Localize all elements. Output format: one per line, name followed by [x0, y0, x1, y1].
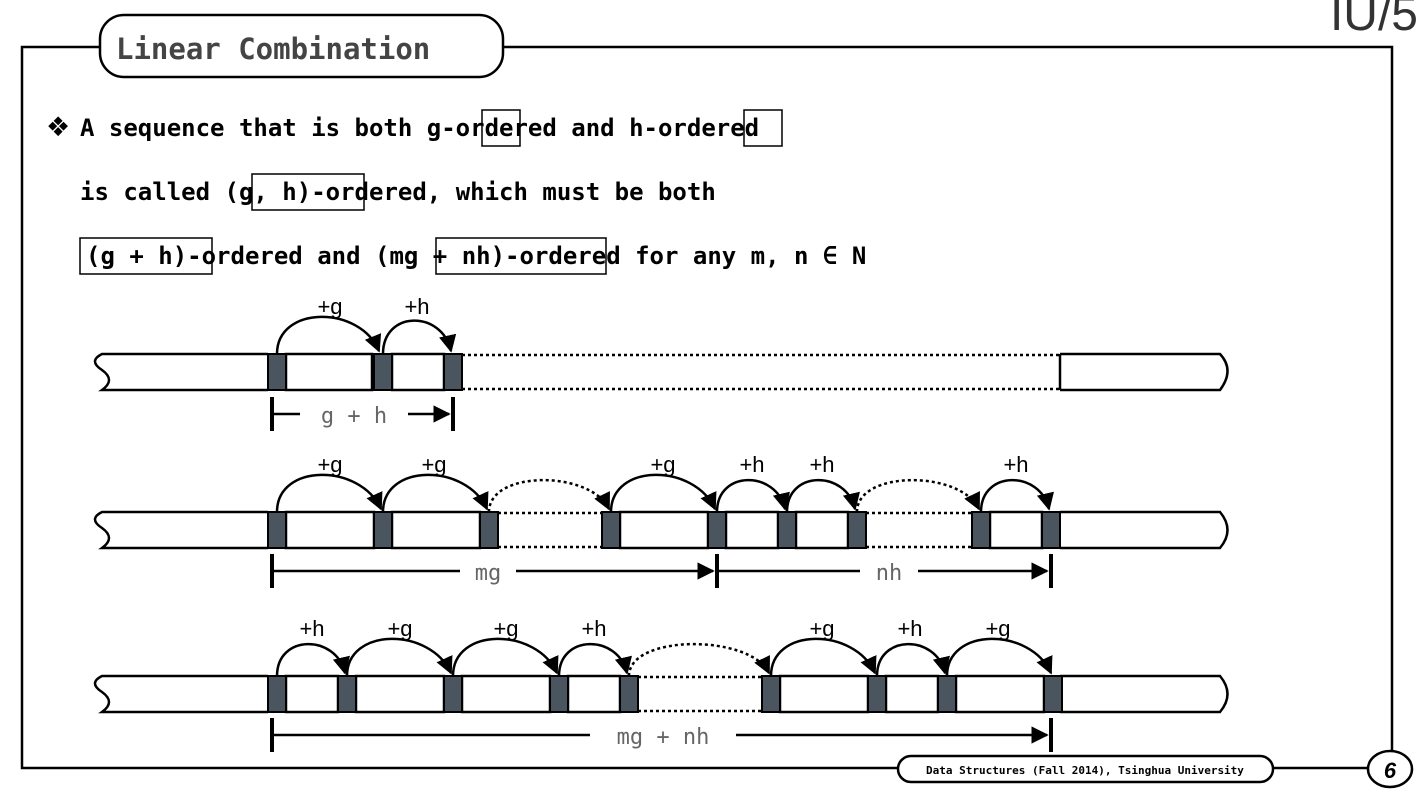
row2-span-label-mg: mg: [475, 561, 502, 586]
row2-label-3: +g: [650, 452, 675, 477]
line3-mid: -ordered and: [187, 242, 375, 270]
highlight-box-g-plus-h: [79, 237, 213, 275]
row2-label-1: +g: [317, 452, 342, 477]
row2-span-label-nh: nh: [876, 561, 903, 586]
sequence-row-1: [93, 352, 1229, 392]
row3-label-6: +h: [897, 616, 922, 641]
row3-label-4: +h: [581, 616, 606, 641]
row3-span-bracket: [270, 718, 1053, 752]
row2-arcs: [275, 473, 1054, 513]
row1-arcs: [275, 315, 457, 355]
row2-cells: [267, 511, 1061, 549]
row3-label-3: +g: [493, 616, 518, 641]
diamond-bullet-icon: ❖: [46, 112, 70, 142]
highlight-box-mg-plus-nh: [435, 237, 607, 275]
row1-span-bracket: [270, 397, 455, 431]
row2-span-bracket: [270, 554, 1053, 588]
highlight-box-gh: [251, 173, 365, 211]
line3-box1-text: (g + h): [86, 242, 187, 270]
line3-box2-text: (mg + nh): [375, 242, 505, 270]
line1-post: -ordered: [644, 114, 760, 142]
line2-pre: is called: [80, 178, 225, 206]
slide-number-badge: 6: [1366, 749, 1414, 789]
text-line-1: A sequence that is both g-ordered and h-…: [80, 114, 759, 142]
row3-cells: [267, 675, 1063, 713]
row2-label-6: +h: [1003, 452, 1028, 477]
text-line-3: (g + h)-ordered and (mg + nh)-ordered fo…: [86, 242, 866, 270]
row3-span-label: mg + nh: [617, 725, 710, 750]
row3-label-7: +g: [985, 616, 1010, 641]
line3-post: -ordered for any m, n ∈ N: [505, 242, 866, 270]
row2-label-4: +h: [739, 452, 764, 477]
footer-badge: Data Structures (Fall 2014), Tsinghua Un…: [896, 754, 1275, 784]
line1-box1-text: g: [427, 114, 441, 142]
slide-frame: [20, 45, 1394, 770]
line2-box-text: (g, h): [225, 178, 312, 206]
highlight-box-h: [743, 109, 783, 147]
page-number-top: IU/5: [1330, 0, 1418, 41]
line1-mid: -ordered and: [441, 114, 629, 142]
slide-title: Linear Combination: [116, 32, 430, 66]
line1-box2-text: h: [629, 114, 643, 142]
line2-post: -ordered, which must be both: [311, 178, 716, 206]
slide-number: 6: [1384, 758, 1397, 783]
title-badge: Linear Combination: [98, 13, 505, 79]
row3-label-2: +g: [387, 616, 412, 641]
row2-label-5: +h: [809, 452, 834, 477]
highlight-box-g: [481, 109, 521, 147]
row1-span-label: g + h: [321, 404, 387, 429]
row1-label-2: +h: [404, 294, 429, 319]
row3-label-1: +h: [299, 616, 324, 641]
footer-text: Data Structures (Fall 2014), Tsinghua Un…: [926, 764, 1244, 777]
row3-label-5: +g: [809, 616, 834, 641]
line1-pre: A sequence that is both: [80, 114, 427, 142]
row2-label-2: +g: [421, 452, 446, 477]
row1-cells: [267, 353, 463, 391]
text-line-2: is called (g, h)-ordered, which must be …: [80, 178, 716, 206]
row3-arcs: [275, 637, 1053, 677]
row1-label-1: +g: [317, 294, 342, 319]
